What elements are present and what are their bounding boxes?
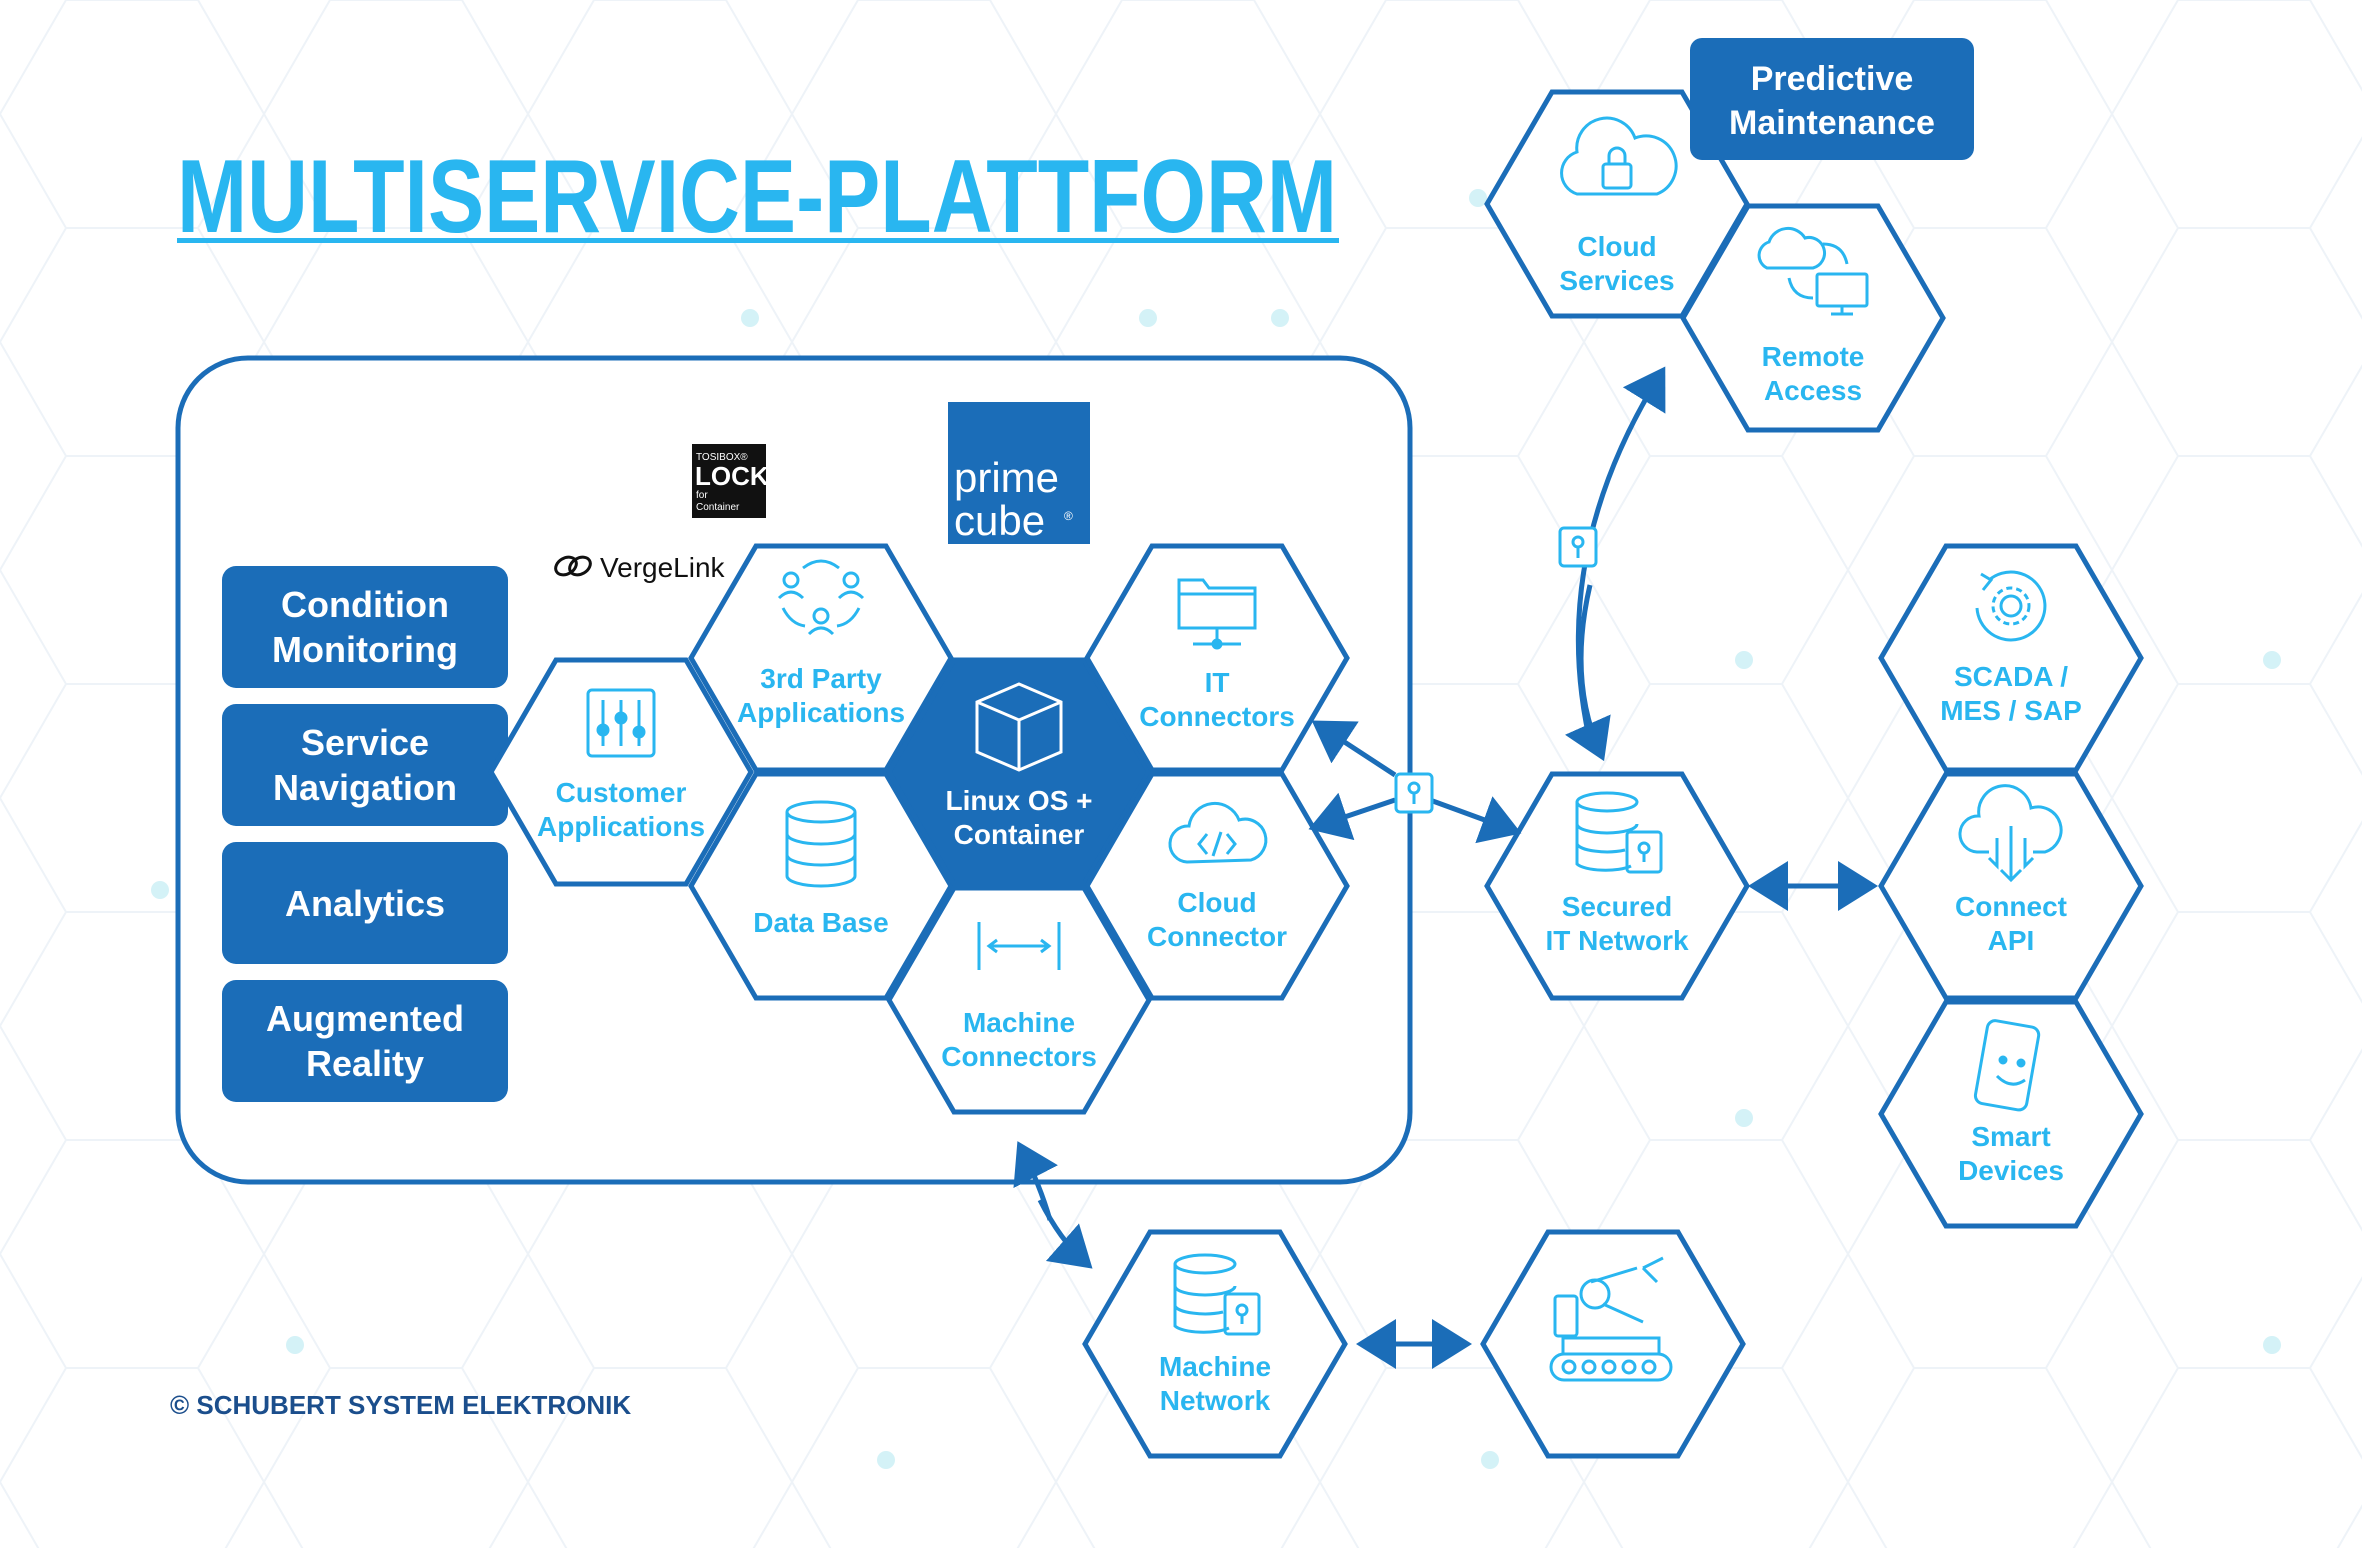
smartphone-icon [1973,1019,2041,1112]
hex-label: Connectors [1139,701,1295,732]
hex-label: Machine [1159,1351,1271,1382]
cloud-code-icon [1168,801,1268,864]
hex-label: Customer [556,777,687,808]
hex-label: Smart [1971,1121,2050,1152]
hex-label: Cloud [1177,887,1256,918]
arrow-cloud-to-secured [1564,584,1611,762]
tosibox-sub-text: for [696,490,708,501]
arrow-to-cloud-connector [1308,792,1396,841]
connection-arrows [1013,366,1878,1369]
hex-customer-applications[interactable]: Customer Applications [488,657,754,887]
hex-label: Devices [1958,1155,2064,1186]
hex-cloud-services[interactable]: Cloud Services [1484,89,1750,319]
hex-label: IT [1205,667,1230,698]
hex-scada-mes-sap[interactable]: SCADA / MES / SAP [1878,543,2144,773]
service-label: Navigation [273,767,457,808]
hex-robot[interactable] [1480,1229,1746,1459]
hex-label: Remote [1762,341,1865,372]
tosibox-top-text: TOSIBOX® [696,452,748,463]
container-box-icon [975,682,1063,772]
hex-label: Container [954,819,1085,850]
service-label: Monitoring [272,629,458,670]
vergelink-text: VergeLink [600,552,726,583]
hex-cloud-connector[interactable]: Cloud Connector [1084,771,1350,1001]
hex-label: Connectors [941,1041,1097,1072]
hex-remote-access[interactable]: Remote Access [1680,203,1946,433]
service-label: Reality [306,1043,424,1084]
lock-icon [1394,772,1434,814]
predictive-maintenance-badge[interactable]: Predictive Maintenance [1690,38,1974,160]
hex-label: MES / SAP [1940,695,2082,726]
arrows-width-icon [977,922,1061,970]
predictive-label: Predictive [1751,60,1914,98]
hex-label: Network [1160,1385,1271,1416]
hex-connect-api[interactable]: Connect API [1878,771,2144,1001]
cloud-monitor-icon [1757,226,1869,316]
hex-label: Secured [1562,891,1673,922]
service-service-navigation[interactable]: Service Navigation [222,704,508,826]
hex-smart-devices[interactable]: Smart Devices [1878,999,2144,1229]
hex-secured-it-network[interactable]: Secured IT Network [1484,771,1750,1001]
prime-cube-logo: prime cube ® [948,402,1090,544]
tosibox-main-text: LOCK [695,461,769,491]
service-analytics[interactable]: Analytics [222,842,508,964]
robot-arm-icon [1549,1256,1673,1382]
cloud-download-icon [1958,784,2063,883]
hex-linux-os-container[interactable]: Linux OS + Container [886,657,1152,887]
service-condition-monitoring[interactable]: Condition Monitoring [222,566,508,688]
database-lock-icon [1575,791,1663,874]
tosibox-sub-text: Container [696,502,740,513]
hex-label: Machine [963,1007,1075,1038]
hex-label: Access [1764,375,1862,406]
hex-it-connectors[interactable]: IT Connectors [1084,543,1350,773]
cloud-lock-icon [1560,116,1678,196]
page-title: MULTISERVICE-PLATTFORM [177,139,1337,255]
database-icon [785,800,857,888]
hex-label: Linux OS + [945,785,1092,816]
arrow-to-it-connectors [1311,720,1397,778]
cube-text: cube [954,497,1045,544]
copyright-text: © SCHUBERT SYSTEM ELEKTRONIK [170,1390,631,1420]
prime-text: prime [954,454,1059,501]
hex-label: SCADA / [1954,661,2068,692]
database-lock-icon [1173,1253,1261,1336]
hex-machine-network[interactable]: Machine Network [1082,1229,1348,1459]
vergelink-logo: VergeLink [554,552,726,583]
service-augmented-reality[interactable]: Augmented Reality [222,980,508,1102]
network-folder-icon [1177,578,1257,650]
arrow-to-secured-it [1429,796,1522,844]
hex-label: Cloud [1577,231,1656,262]
service-label: Condition [281,584,449,625]
hex-label: Connector [1147,921,1287,952]
hex-machine-connectors[interactable]: Machine Connectors [886,885,1152,1115]
hex-label: Applications [737,697,905,728]
tosibox-logo: TOSIBOX® LOCK for Container [692,444,769,518]
registered-mark: ® [1064,509,1073,523]
service-label: Augmented [266,998,464,1039]
gear-cycle-icon [1975,570,2047,642]
arrow-to-machine-network [1037,1198,1093,1269]
hex-label: Data Base [753,907,888,938]
hex-label: API [1988,925,2035,956]
service-label: Service [301,722,429,763]
title-underline [177,238,1339,243]
hex-label: Connect [1955,891,2067,922]
users-network-icon [777,559,865,636]
hex-label: Services [1559,265,1674,296]
hex-data-base[interactable]: Data Base [688,771,954,1001]
sliders-icon [586,688,656,758]
hex-3rd-party-applications[interactable]: 3rd Party Applications [688,543,954,773]
hex-label: 3rd Party [760,663,882,694]
lock-icon [1558,526,1598,568]
service-label: Analytics [285,883,445,924]
predictive-label: Maintenance [1729,104,1935,142]
hex-label: Applications [537,811,705,842]
hex-label: IT Network [1545,925,1689,956]
